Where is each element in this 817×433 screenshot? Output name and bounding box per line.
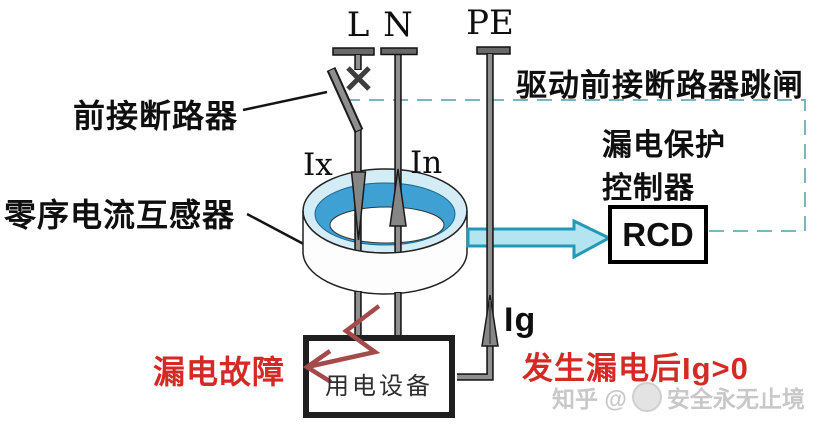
label-zero-sequence-ct: 零序电流互感器	[4, 197, 236, 233]
label-leakage-fault: 漏电故障	[153, 354, 286, 390]
label-front-breaker: 前接断路器	[73, 98, 239, 134]
terminal-n	[380, 47, 418, 56]
front-breaker-pointer	[242, 90, 328, 112]
wire-pe	[457, 53, 494, 381]
label-trip-drive: 驱动前接断路器跳闸	[516, 68, 804, 103]
terminal-l	[332, 47, 375, 56]
label-current-ix: Ix	[303, 147, 333, 183]
watermark: 知乎 @ 安全永无止境	[552, 380, 805, 414]
ct-cylinder-front	[302, 210, 468, 295]
terminal-pe	[476, 46, 511, 55]
label-current-in: In	[410, 145, 443, 181]
label-phase-l: L	[346, 5, 370, 45]
ix-arrow-cone	[350, 171, 367, 241]
supply-terminals	[332, 46, 511, 56]
breaker-lever	[326, 67, 364, 133]
in-arrow-cone	[389, 168, 407, 227]
label-leakage-result: 发生漏电后Ig>0	[522, 351, 749, 386]
label-neutral-n: N	[383, 5, 413, 45]
watermark-prefix: 知乎 @	[552, 386, 627, 412]
rcd-box	[608, 205, 708, 264]
label-current-ig: Ig	[504, 301, 537, 339]
label-earth-pe: PE	[466, 3, 514, 43]
trip-signal-dashed-line	[345, 99, 806, 232]
watermark-avatar	[631, 382, 662, 412]
label-leakage-controller: 漏电保护 控制器	[602, 124, 726, 210]
equipment-label: 用电设备	[325, 372, 433, 400]
controller-line2: 控制器	[602, 172, 695, 205]
controller-line1: 漏电保护	[602, 129, 726, 162]
breaker-contact-x	[346, 66, 371, 91]
label-pointer-lines	[242, 90, 328, 251]
rcd-label: RCD	[622, 215, 694, 253]
ct-pointer	[246, 212, 314, 251]
watermark-author: 安全永无止境	[666, 386, 805, 412]
equipment-box	[303, 335, 455, 418]
fault-zigzag-arrow	[302, 304, 381, 384]
ct-signal-arrow	[466, 218, 613, 260]
